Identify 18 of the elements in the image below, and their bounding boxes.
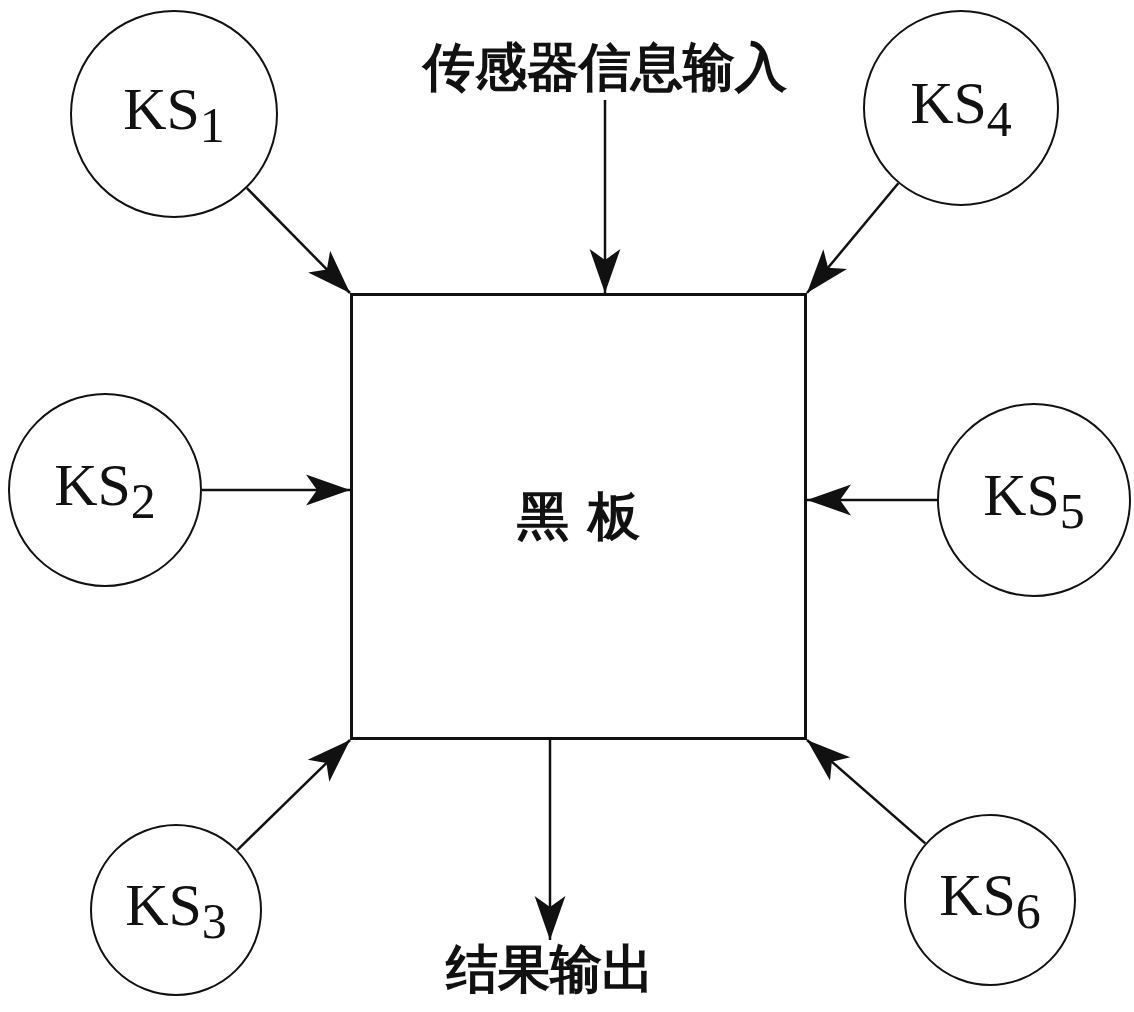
blackboard-box <box>350 293 807 740</box>
node-label: KS$_{3}$ <box>125 870 227 950</box>
arrow <box>246 187 351 294</box>
node-label: KS$_{1}$ <box>123 74 225 154</box>
arrow <box>236 739 351 851</box>
node-label: KS$_{4}$ <box>910 68 1012 148</box>
flow-label: 传感器信息输入 <box>365 36 845 100</box>
flow-label: 结果输出 <box>400 940 700 1000</box>
node-label: KS$_{6}$ <box>939 860 1041 940</box>
arrow <box>806 739 927 845</box>
arrow <box>202 474 350 506</box>
arrow <box>806 182 900 294</box>
board-label: 黑 板 <box>517 483 640 548</box>
node-label: KS$_{5}$ <box>983 460 1085 540</box>
arrow <box>807 484 937 516</box>
arrow <box>589 100 621 293</box>
node-label: KS$_{2}$ <box>54 450 156 530</box>
arrow <box>534 740 566 940</box>
